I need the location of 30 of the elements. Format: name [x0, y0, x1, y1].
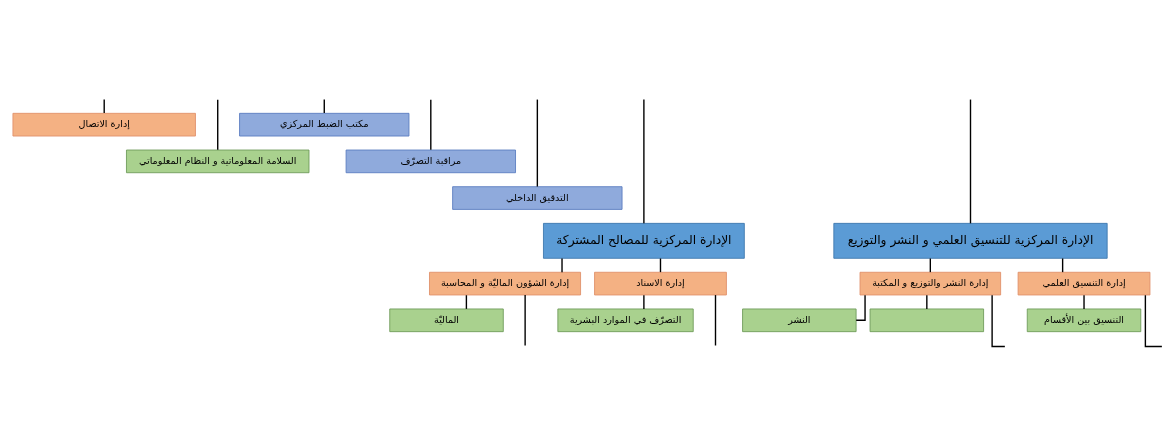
node-box — [869, 308, 985, 333]
node-box: إدارة التنسيق العلمي — [1017, 271, 1151, 296]
connector — [991, 294, 1006, 348]
connector — [1144, 294, 1163, 348]
node-box: إدارة الشؤون الماليّة و المحاسبة — [429, 271, 581, 296]
connector — [643, 294, 645, 310]
connector — [714, 294, 717, 347]
connector — [969, 98, 972, 224]
node-box: السلامة المعلوماتية و النظام المعلوماتي — [126, 149, 310, 174]
connector — [524, 294, 526, 347]
node-box: التدقيق الداخلي — [452, 186, 623, 210]
node-box: مكتب الضبط المركزي — [239, 112, 410, 137]
connector — [855, 294, 866, 321]
node-box: الإدارة المركزية للتنسيق العلمي و النشر والتوزيع — [833, 222, 1108, 259]
node-box: إدارة الاسناد — [594, 271, 727, 296]
connector — [1083, 294, 1085, 310]
node-box: إدارة النشر والتوزيع و المكتبة — [859, 271, 1002, 296]
node-box: الإدارة المركزية للمصالح المشتركة — [543, 222, 745, 259]
node-box: النشر — [742, 308, 857, 333]
node-box: إدارة الاتصال — [12, 112, 196, 137]
connector — [217, 98, 219, 151]
connector — [430, 98, 432, 151]
node-box: مراقبة التصرّف — [345, 149, 516, 174]
connector — [561, 257, 563, 273]
node-box: التصرّف في الموارد البشرية — [557, 308, 694, 333]
connector — [926, 294, 928, 310]
connector — [536, 98, 539, 188]
connector — [643, 98, 645, 224]
node-box: التنسيق بين الأقسام — [1026, 308, 1142, 333]
node-box: الماليّة — [389, 308, 504, 333]
